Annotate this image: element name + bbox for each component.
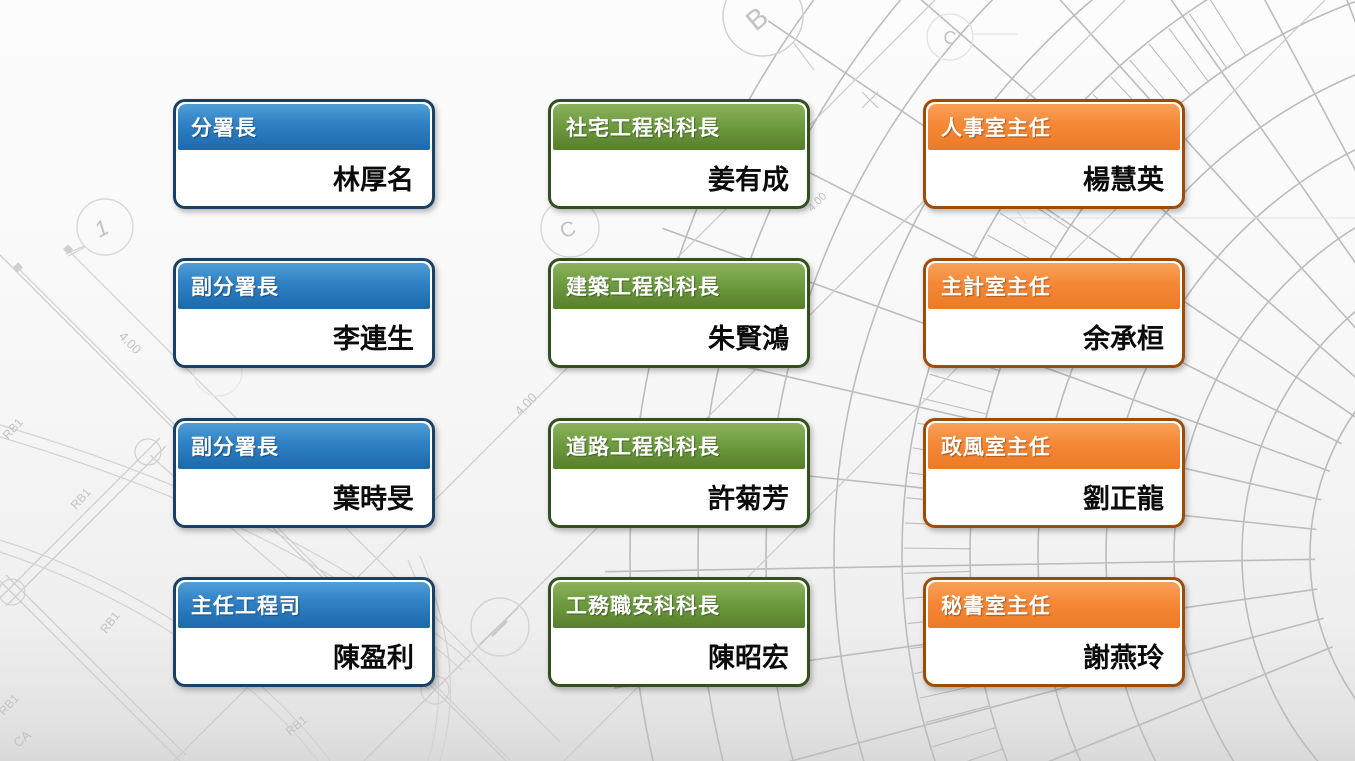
svg-text:RB1: RB1 [97,609,123,636]
card-person-name: 楊慧英 [1083,164,1164,195]
grid-label-b: B [740,1,774,37]
card-header: 分署長 [178,104,430,150]
grid-label-1: 1 [90,214,113,242]
card-role-title: 副分署長 [191,436,279,459]
card-person-name: 林厚名 [333,164,414,195]
org-card: 副分署長 葉時旻 [173,418,435,528]
card-header: 副分署長 [178,423,430,469]
org-card: 建築工程科科長 朱賢鴻 [548,258,810,368]
svg-text:CA: CA [10,727,34,750]
crossing-marker [861,91,879,109]
org-card: 社宅工程科科長 姜有成 [548,99,810,209]
card-person-name: 陳昭宏 [708,642,789,673]
dimension-label: 4.00 [116,329,145,358]
org-card: 主任工程司 陳盈利 [173,577,435,687]
card-person-name: 余承桓 [1083,323,1164,354]
card-header: 建築工程科科長 [553,263,805,309]
card-header: 社宅工程科科長 [553,104,805,150]
card-role-title: 政風室主任 [941,436,1051,459]
card-person-name: 李連生 [333,323,414,354]
org-card: 分署長 林厚名 [173,99,435,209]
grid-label-c: C [944,28,957,48]
card-person-name: 陳盈利 [333,642,414,673]
card-role-title: 分署長 [191,117,257,140]
svg-text:RB1: RB1 [0,691,22,718]
org-card: 主計室主任 余承桓 [923,258,1185,368]
card-role-title: 道路工程科科長 [566,436,720,459]
org-card: 副分署長 李連生 [173,258,435,368]
card-header: 副分署長 [178,263,430,309]
card-header: 人事室主任 [928,104,1180,150]
svg-text:RB1: RB1 [283,712,310,738]
card-role-title: 副分署長 [191,276,279,299]
card-person-name: 朱賢鴻 [708,323,789,354]
svg-text:RB1: RB1 [0,415,26,442]
dimension-label: 4.00 [512,390,541,419]
card-header: 秘書室主任 [928,582,1180,628]
card-role-title: 工務職安科科長 [566,595,720,618]
card-role-title: 主任工程司 [191,595,301,618]
card-person-name: 許菊芳 [708,483,789,514]
card-header: 工務職安科科長 [553,582,805,628]
card-person-name: 葉時旻 [333,483,414,514]
card-header: 主計室主任 [928,263,1180,309]
card-person-name: 劉正龍 [1083,483,1164,514]
card-role-title: 建築工程科科長 [566,276,720,299]
card-role-title: 主計室主任 [941,276,1051,299]
org-card: 人事室主任 楊慧英 [923,99,1185,209]
org-card: 工務職安科科長 陳昭宏 [548,577,810,687]
card-header: 道路工程科科長 [553,423,805,469]
grid-label-c2: C [557,217,579,244]
svg-text:RB1: RB1 [68,485,94,512]
org-card: 政風室主任 劉正龍 [923,418,1185,528]
card-person-name: 姜有成 [708,164,789,195]
reference-line [1008,211,1355,225]
org-card: 秘書室主任 謝燕玲 [923,577,1185,687]
card-header: 主任工程司 [178,582,430,628]
card-role-title: 社宅工程科科長 [566,117,720,140]
org-card: 道路工程科科長 許菊芳 [548,418,810,528]
card-role-title: 人事室主任 [941,117,1051,140]
card-person-name: 謝燕玲 [1083,642,1164,673]
card-role-title: 秘書室主任 [941,595,1051,618]
card-header: 政風室主任 [928,423,1180,469]
section-marker-circle [470,597,530,657]
